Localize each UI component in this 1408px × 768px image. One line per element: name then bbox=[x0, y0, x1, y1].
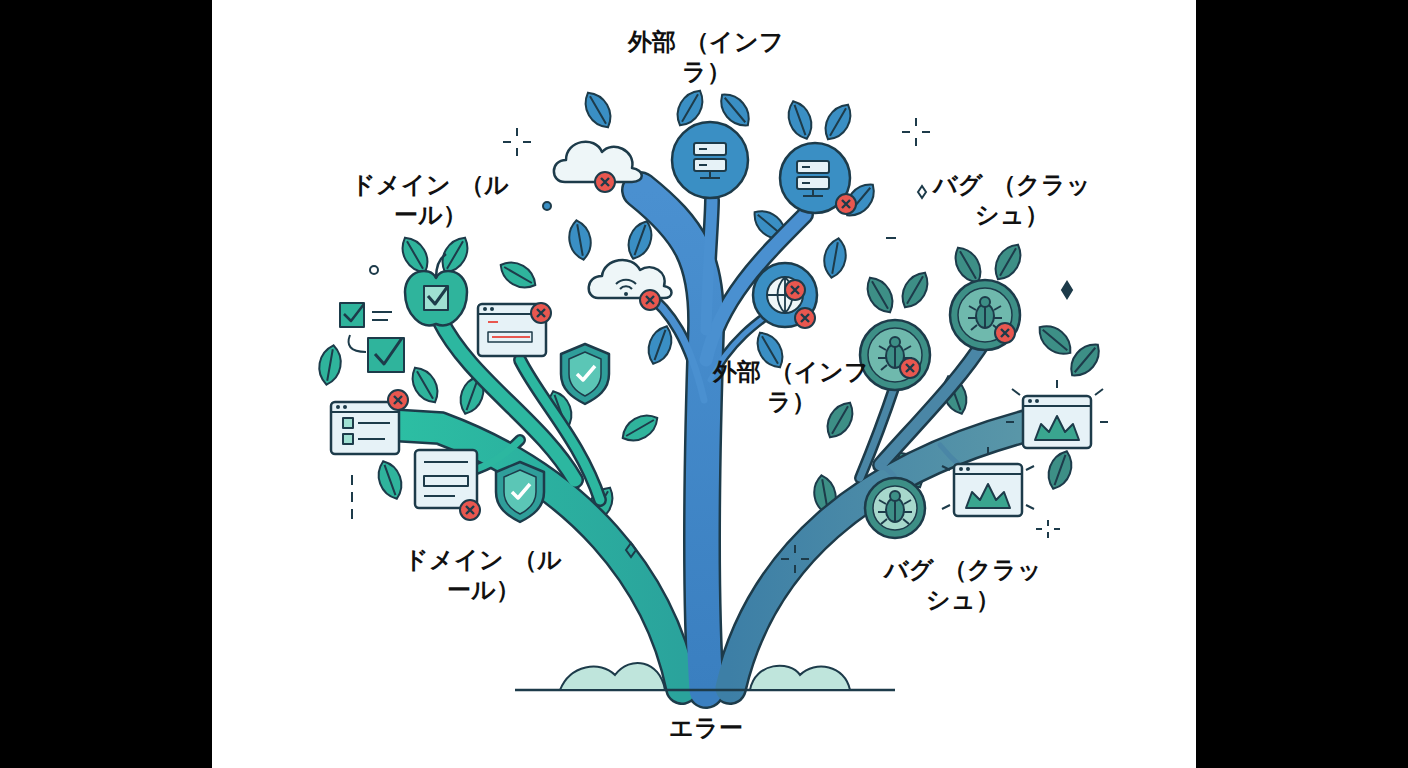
leaf bbox=[989, 239, 1027, 284]
branches bbox=[390, 190, 1030, 690]
category-label: ドメイン （ルール） bbox=[340, 170, 520, 230]
ground bbox=[515, 663, 895, 690]
leaf bbox=[1064, 338, 1106, 382]
leaf bbox=[316, 343, 344, 386]
panel bbox=[212, 0, 1196, 768]
leaf bbox=[861, 272, 899, 317]
leaf bbox=[1043, 448, 1076, 493]
category-label: エラー bbox=[616, 713, 796, 743]
leaf bbox=[495, 256, 540, 294]
leaf bbox=[566, 218, 594, 261]
category-label: 外部 （インフラ） bbox=[616, 27, 796, 87]
leaf bbox=[579, 87, 617, 132]
leaf bbox=[436, 232, 474, 277]
category-label: 外部 （インフラ） bbox=[701, 357, 881, 417]
leaf bbox=[406, 362, 444, 407]
icons bbox=[331, 122, 1108, 538]
leaf bbox=[821, 236, 849, 279]
leaf bbox=[373, 458, 406, 503]
leaf bbox=[819, 99, 857, 144]
category-label: バグ （クラッシュ） bbox=[922, 170, 1102, 230]
leaf bbox=[617, 409, 662, 447]
category-label: バグ （クラッシュ） bbox=[873, 555, 1053, 615]
leaf bbox=[783, 98, 816, 143]
leaf bbox=[1033, 319, 1077, 361]
leaf bbox=[821, 397, 859, 442]
leaf bbox=[896, 267, 934, 312]
category-label: ドメイン （ルール） bbox=[393, 545, 573, 605]
